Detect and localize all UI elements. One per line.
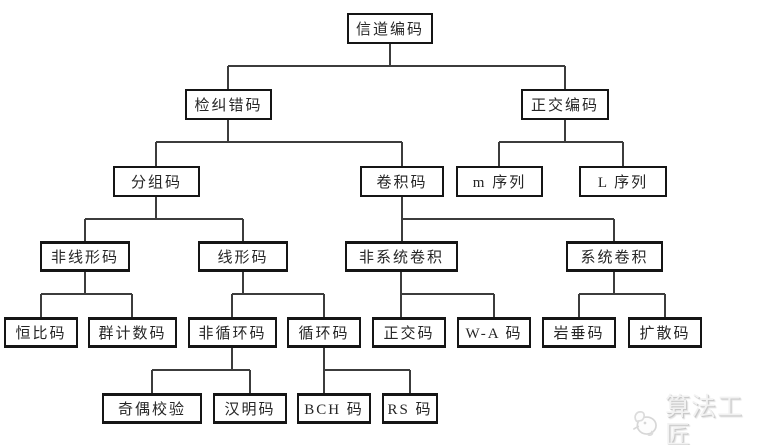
- connector-error-detect-correct: [155, 120, 403, 166]
- watermark-label: 算法工匠: [665, 393, 758, 445]
- connector-linear-code: [231, 272, 325, 317]
- connector-nonlinear-code: [40, 272, 133, 317]
- node-error-detect-correct-code: 检纠错码: [185, 89, 272, 120]
- node-diffusion-code: 扩散码: [628, 317, 702, 348]
- connector-systematic-convolution: [578, 272, 666, 317]
- node-channel-coding: 信道编码: [347, 13, 433, 44]
- node-noncyclic-code: 非循环码: [188, 317, 277, 348]
- node-rs-code: RS 码: [382, 393, 438, 424]
- node-constant-ratio-code: 恒比码: [4, 317, 78, 348]
- node-l-sequence: L 序列: [579, 166, 667, 197]
- connector-nonsystematic-convolution: [400, 272, 495, 317]
- node-group-counting-code: 群计数码: [88, 317, 177, 348]
- node-nonlinear-code: 非线形码: [40, 241, 130, 272]
- connector-channel-coding: [227, 44, 566, 89]
- connector-block-code: [84, 197, 244, 241]
- node-systematic-convolution: 系统卷积: [566, 241, 663, 272]
- connector-orthogonal-coding: [498, 120, 624, 166]
- node-parity-check: 奇偶校验: [102, 393, 202, 424]
- node-m-sequence: m 序列: [456, 166, 543, 197]
- node-nonsystematic-convolution: 非系统卷积: [345, 241, 458, 272]
- node-iwadare-code: 岩垂码: [542, 317, 616, 348]
- node-block-code: 分组码: [113, 166, 200, 197]
- node-orthogonal-code: 正交码: [372, 317, 446, 348]
- connector-convolutional-code: [401, 197, 615, 241]
- connector-cyclic-code: [323, 348, 411, 393]
- node-wa-code: W-A 码: [457, 317, 531, 348]
- node-orthogonal-coding: 正交编码: [521, 89, 609, 120]
- watermark: 算法工匠: [628, 393, 758, 445]
- node-linear-code: 线形码: [198, 241, 288, 272]
- connector-noncyclic-code: [151, 348, 251, 393]
- node-cyclic-code: 循环码: [287, 317, 361, 348]
- craftsman-logo-icon: [633, 410, 657, 436]
- node-hamming-code: 汉明码: [213, 393, 287, 424]
- node-bch-code: BCH 码: [297, 393, 371, 424]
- node-convolutional-code: 卷积码: [360, 166, 444, 197]
